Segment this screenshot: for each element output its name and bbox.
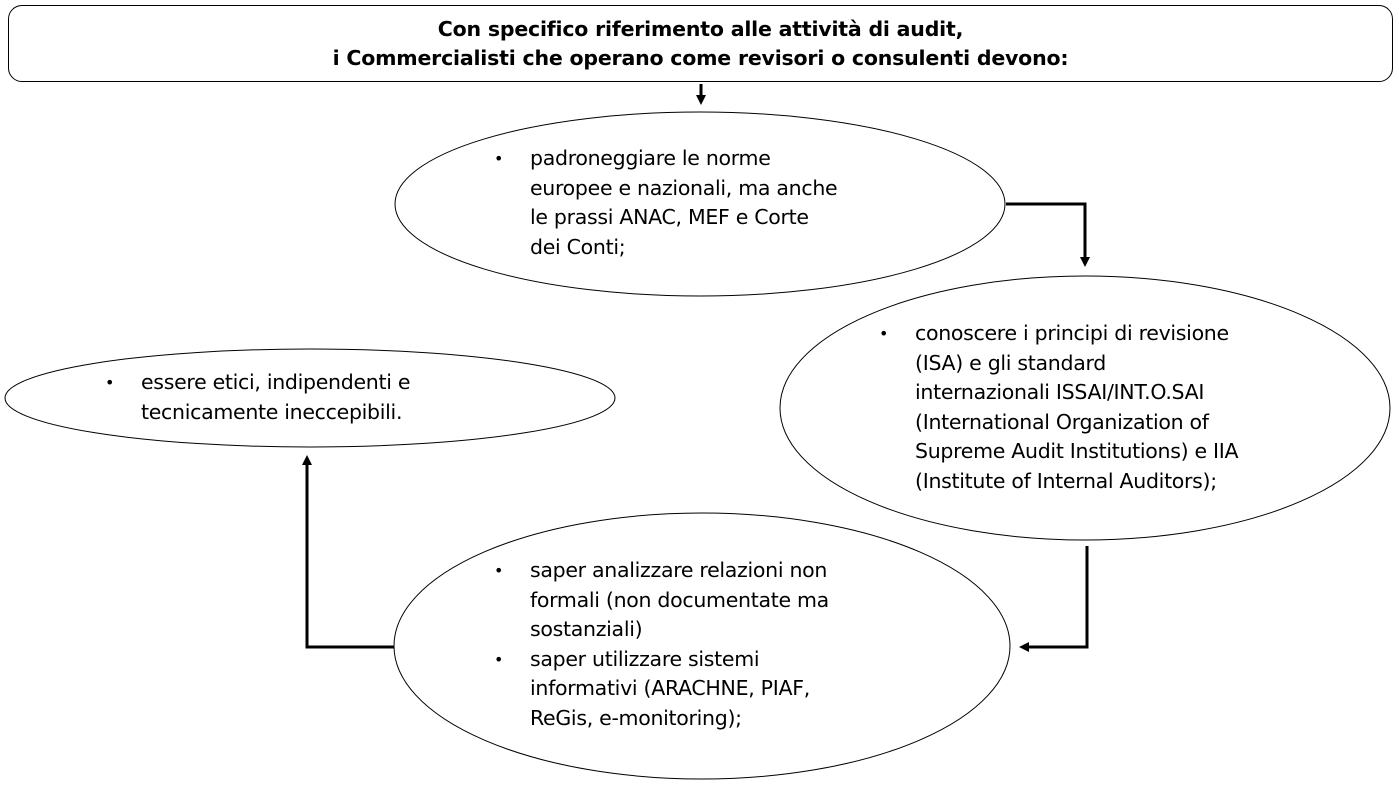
bullet-item: saper analizzare relazioni non formali (…: [494, 556, 829, 645]
text-line: essere etici, indipendenti e: [141, 370, 411, 394]
text-line: formali (non documentate ma: [530, 587, 829, 612]
bullet-item: essere etici, indipendenti e tecnicament…: [105, 368, 410, 427]
text-line: europee e nazionali, ma anche: [530, 175, 838, 200]
text-line: le prassi ANAC, MEF e Corte: [530, 205, 809, 229]
text-line: tecnicamente ineccepibili.: [141, 399, 403, 424]
text-line: saper analizzare relazioni non: [530, 558, 828, 582]
text-line: ReGis, e-monitoring);: [530, 705, 742, 730]
title-line-1: Con specifico riferimento alle attività …: [437, 16, 964, 41]
title-box: Con specifico riferimento alle attività …: [8, 5, 1393, 82]
node-principi-text: conoscere i principi di revisione (ISA) …: [879, 319, 1239, 496]
text-line: sostanziali): [530, 617, 643, 641]
text-line: dei Conti;: [530, 234, 626, 259]
arrow-principi-to-analisi: [1019, 546, 1089, 652]
arrow-norme-to-principi: [1006, 202, 1090, 267]
node-etica-text: essere etici, indipendenti e tecnicament…: [105, 368, 410, 427]
bullet-item: saper utilizzare sistemi informativi (AR…: [494, 645, 829, 734]
text-line: saper utilizzare sistemi: [530, 646, 760, 671]
text-line: Supreme Audit Institutions) e IIA: [915, 439, 1239, 463]
arrow-analisi-to-etica: [302, 455, 394, 649]
text-line: informativi (ARACHNE, PIAF,: [530, 676, 810, 700]
title-line-2: i Commercialisti che operano come reviso…: [332, 45, 1069, 70]
text-line: padroneggiare le norme: [530, 146, 771, 170]
node-norme-text: padroneggiare le norme europee e naziona…: [494, 144, 838, 262]
text-line: (ISA) e gli standard: [915, 350, 1106, 375]
text-line: conoscere i principi di revisione: [915, 321, 1229, 345]
bullet-item: padroneggiare le norme europee e naziona…: [494, 144, 838, 262]
text-line: (Institute of Internal Auditors);: [915, 468, 1217, 493]
text-line: (International Organization of: [915, 409, 1209, 434]
node-analisi-text: saper analizzare relazioni non formali (…: [494, 556, 829, 733]
text-line: internazionali ISSAI/INT.O.SAI: [915, 380, 1205, 404]
bullet-item: conoscere i principi di revisione (ISA) …: [879, 319, 1239, 496]
